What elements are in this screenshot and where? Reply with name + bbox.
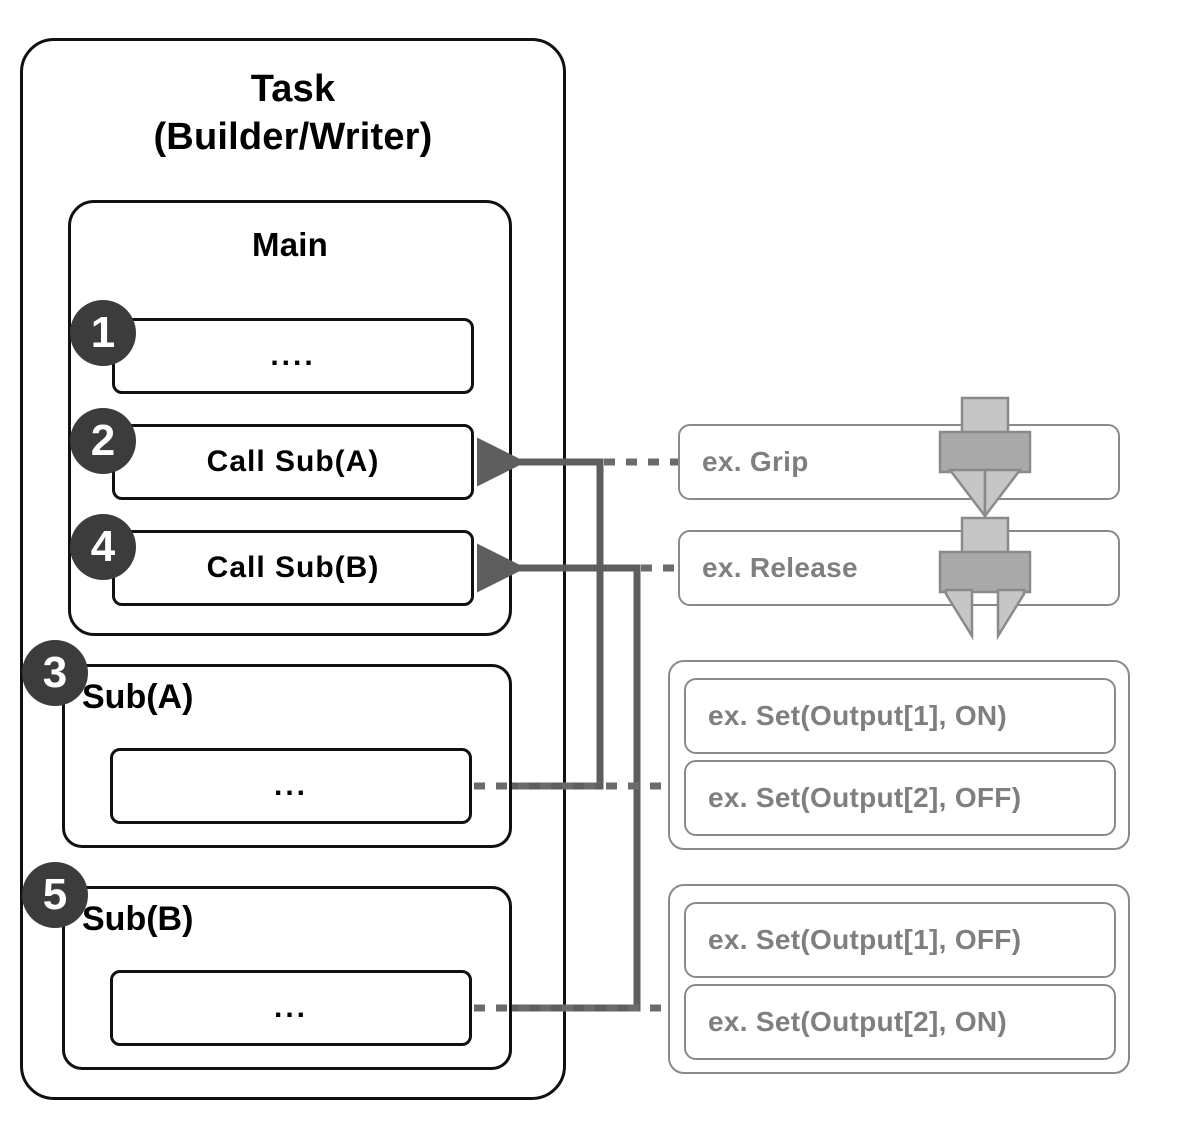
- example-grip-label: ex. Grip: [702, 446, 809, 477]
- example-output-2-item-1-label: ex. Set(Output[1], OFF): [708, 924, 1022, 955]
- main-statement-3-text: Call Sub(B): [206, 551, 380, 584]
- step-badge-5: 5: [22, 862, 88, 928]
- task-title-line2: (Builder/Writer): [153, 115, 433, 158]
- task-title: Task (Builder/Writer): [20, 66, 566, 161]
- example-output-1-item-1-label: ex. Set(Output[1], ON): [708, 700, 1008, 731]
- step-badge-4: 4: [70, 514, 136, 580]
- task-title-line1: Task: [250, 68, 336, 110]
- example-release-box[interactable]: ex. Release: [678, 530, 1120, 606]
- example-output-1-item-2-label: ex. Set(Output[2], OFF): [708, 782, 1022, 813]
- example-output-2-item-2[interactable]: ex. Set(Output[2], ON): [684, 984, 1116, 1060]
- example-output-1-item-1[interactable]: ex. Set(Output[1], ON): [684, 678, 1116, 754]
- gripper-closed-icon: [938, 396, 1032, 520]
- sub-a-label: Sub(A): [82, 678, 194, 716]
- main-title: Main: [252, 226, 328, 263]
- sub-a-body[interactable]: ...: [110, 748, 472, 824]
- example-grip-box[interactable]: ex. Grip: [678, 424, 1120, 500]
- gripper-open-icon: [938, 516, 1032, 640]
- step-badge-2: 2: [70, 408, 136, 474]
- main-statement-1-text: ....: [270, 339, 316, 372]
- main-statement-2-text: Call Sub(A): [206, 445, 380, 478]
- sub-a-body-text: ...: [273, 769, 308, 802]
- example-output-1-item-2[interactable]: ex. Set(Output[2], OFF): [684, 760, 1116, 836]
- example-output-2-item-2-label: ex. Set(Output[2], ON): [708, 1006, 1008, 1037]
- main-statement-2[interactable]: Call Sub(A): [112, 424, 474, 500]
- sub-b-body-text: ...: [273, 991, 308, 1024]
- main-statement-1[interactable]: ....: [112, 318, 474, 394]
- step-badge-1: 1: [70, 300, 136, 366]
- example-output-2-item-1[interactable]: ex. Set(Output[1], OFF): [684, 902, 1116, 978]
- sub-b-body[interactable]: ...: [110, 970, 472, 1046]
- example-release-label: ex. Release: [702, 552, 858, 583]
- step-badge-3: 3: [22, 640, 88, 706]
- sub-b-label: Sub(B): [82, 900, 194, 938]
- main-statement-3[interactable]: Call Sub(B): [112, 530, 474, 606]
